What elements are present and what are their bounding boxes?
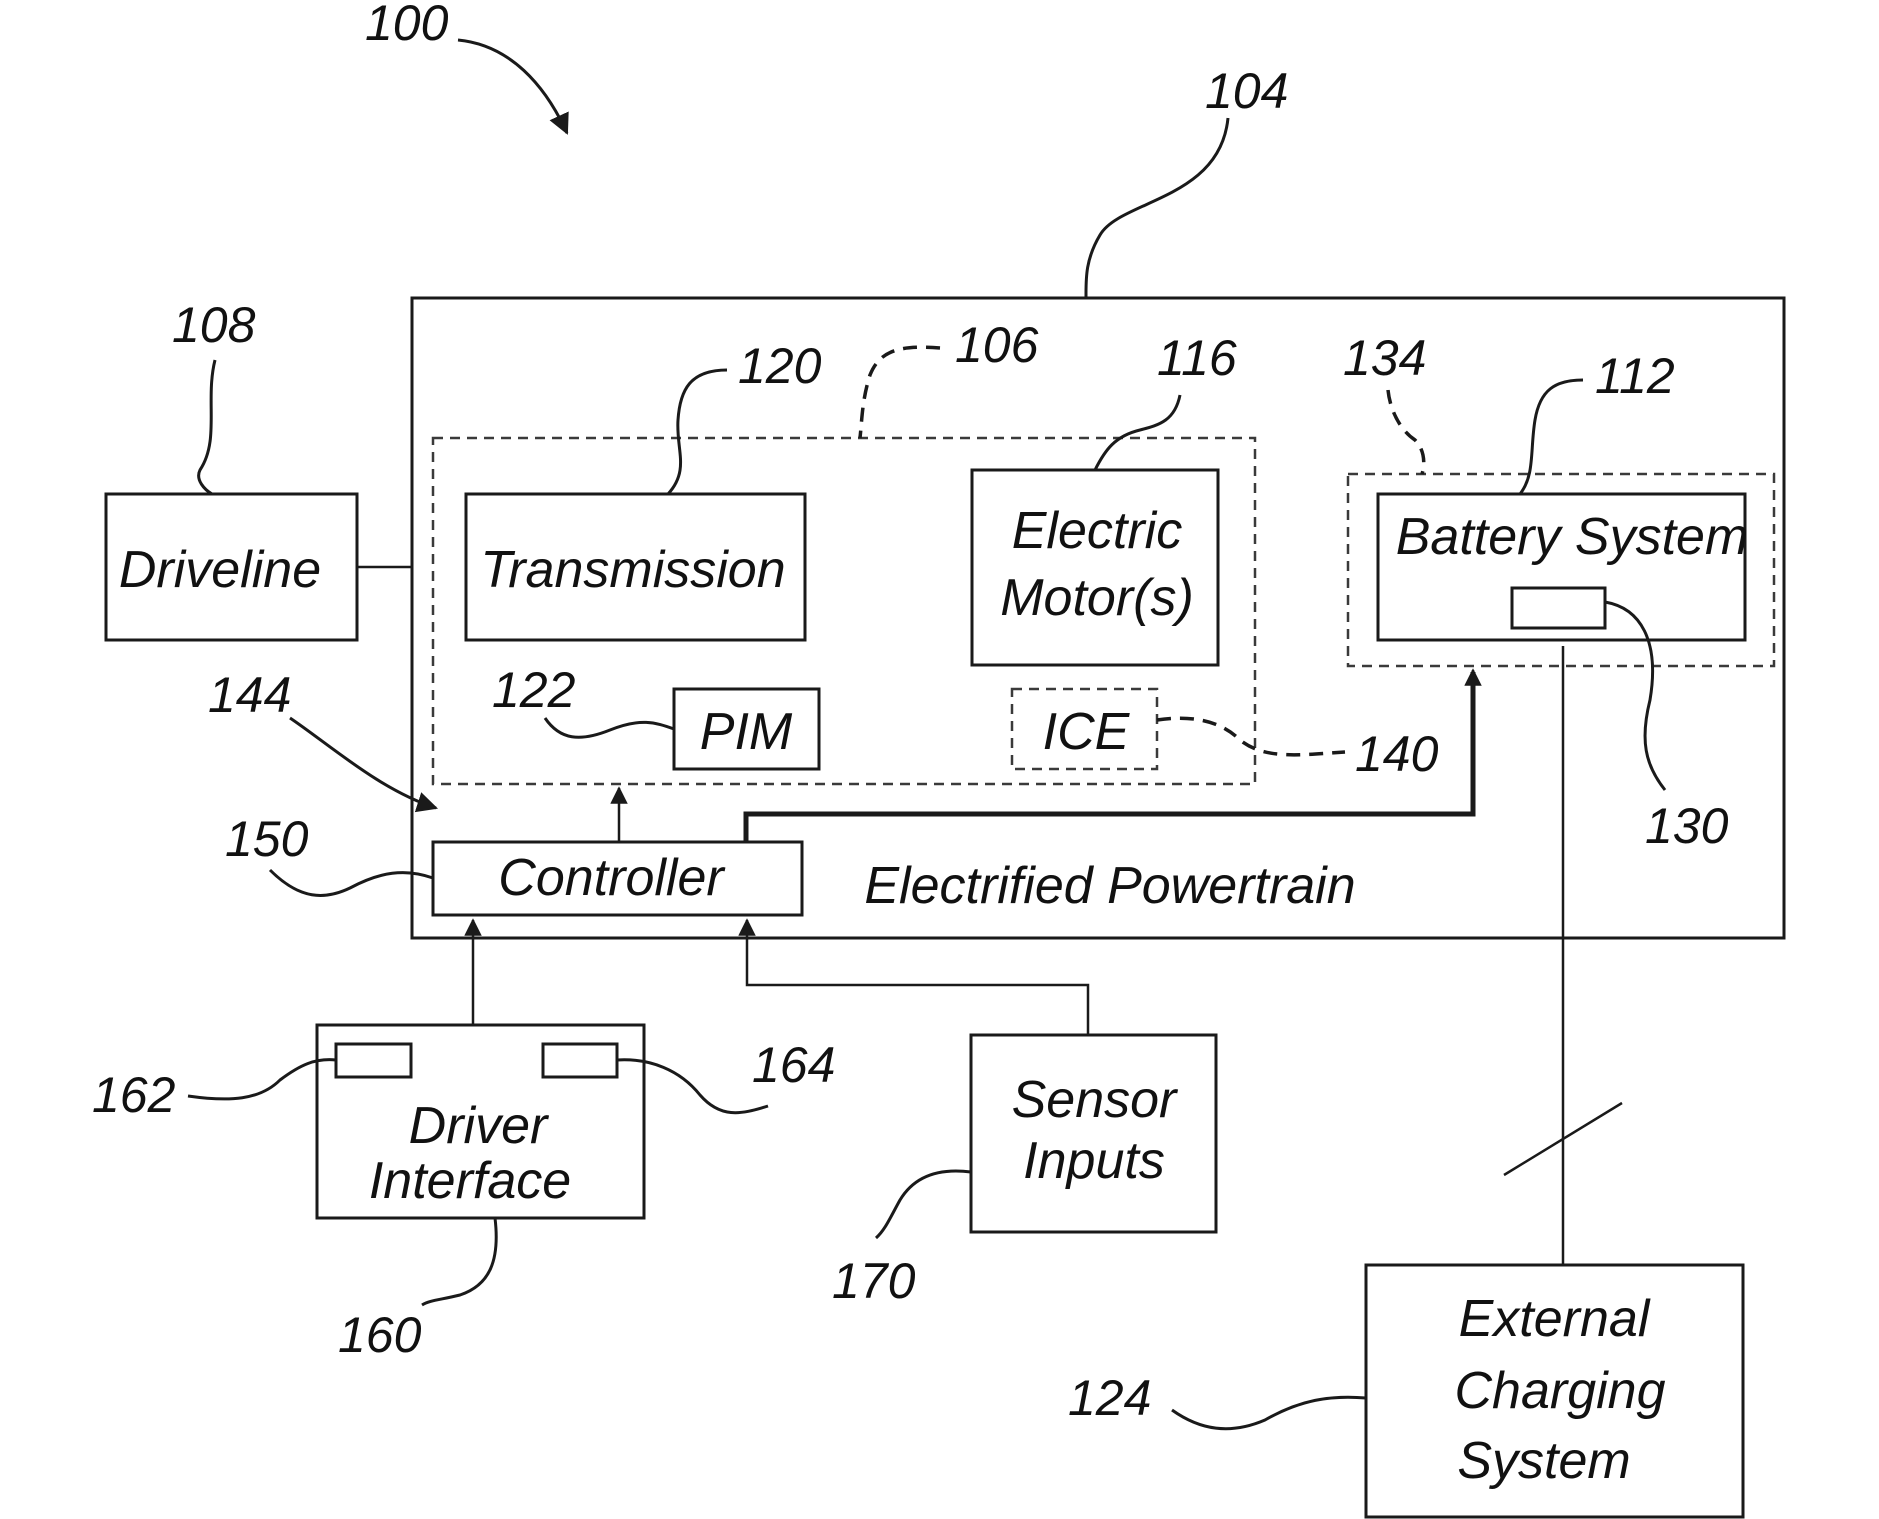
battery-connector <box>1512 588 1605 628</box>
external-charging-label-line3: System <box>1457 1432 1630 1490</box>
ref-108: 108 <box>172 297 256 353</box>
electric-motor-block: Electric Motor(s) <box>972 470 1218 665</box>
ref-164: 164 <box>752 1037 835 1093</box>
battery-system-label: Battery System <box>1396 508 1749 566</box>
sensor-inputs-label-line1: Sensor <box>1012 1071 1179 1129</box>
electric-motor-label-line1: Electric <box>1012 502 1182 560</box>
driver-interface-block: Driver Interface <box>317 1025 644 1218</box>
ref-106: 106 <box>955 317 1039 373</box>
ref-100: 100 <box>365 0 449 51</box>
ref-112: 112 <box>1595 348 1675 404</box>
ref-144: 144 <box>208 667 291 723</box>
ice-label: ICE <box>1043 703 1131 761</box>
pim-block: PIM <box>674 689 819 769</box>
external-charging-label-line2: Charging <box>1454 1362 1665 1420</box>
pim-label: PIM <box>700 703 793 761</box>
leader-100 <box>458 40 567 133</box>
leader-104 <box>1086 118 1228 298</box>
controller-block: Controller <box>433 842 802 915</box>
ref-116: 116 <box>1157 330 1237 386</box>
ref-162: 162 <box>92 1067 176 1123</box>
external-charging-block: External Charging System <box>1366 1265 1743 1517</box>
driveline-block: Driveline <box>106 494 357 640</box>
ref-150: 150 <box>225 811 309 867</box>
external-charging-label-line1: External <box>1459 1290 1651 1348</box>
leader-162 <box>188 1060 336 1099</box>
ref-122: 122 <box>492 662 576 718</box>
driver-interface-element-162 <box>336 1044 411 1077</box>
ref-170: 170 <box>832 1253 916 1309</box>
ref-120: 120 <box>738 338 822 394</box>
battery-system-block: Battery System <box>1378 494 1748 640</box>
ref-140: 140 <box>1355 726 1439 782</box>
sensor-inputs-label-line2: Inputs <box>1023 1132 1165 1190</box>
driver-interface-label-line2: Interface <box>369 1152 571 1210</box>
ref-104: 104 <box>1205 63 1288 119</box>
leader-170 <box>876 1171 971 1238</box>
ref-134: 134 <box>1343 330 1426 386</box>
controller-label: Controller <box>498 849 726 907</box>
electrified-powertrain-label: Electrified Powertrain <box>864 857 1355 915</box>
leader-108 <box>199 360 215 494</box>
leader-124 <box>1172 1397 1366 1429</box>
ref-160: 160 <box>338 1307 422 1363</box>
transmission-block: Transmission <box>466 494 805 640</box>
leader-150 <box>270 870 433 895</box>
ref-130: 130 <box>1645 798 1729 854</box>
driveline-label: Driveline <box>119 541 321 599</box>
ref-124: 124 <box>1068 1370 1151 1426</box>
transmission-label: Transmission <box>480 541 785 599</box>
driver-interface-element-164 <box>543 1044 617 1077</box>
electric-motor-label-line2: Motor(s) <box>1000 569 1194 627</box>
leader-160 <box>422 1218 496 1305</box>
sensor-inputs-block: Sensor Inputs <box>971 1035 1216 1232</box>
driver-interface-label-line1: Driver <box>409 1097 550 1155</box>
